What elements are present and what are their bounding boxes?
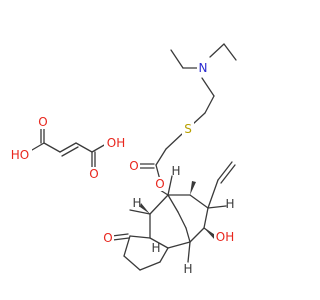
sulfur-atom-label: S: [184, 122, 192, 136]
fumaric-acid: [31, 127, 107, 168]
stereo-h-label: H: [132, 196, 141, 210]
diethylamino-group: [170, 43, 237, 125]
stereo-h-label: H: [183, 262, 192, 276]
hydroxyl-label: OH: [216, 230, 234, 244]
thioacetate-linker: [139, 133, 183, 181]
stereo-wedges: [140, 181, 217, 240]
ketone-oxygen-label: O: [103, 231, 112, 245]
ester-oxygen-label: O: [155, 177, 164, 191]
acid-carbonyl-oxygen-right-label: O: [89, 167, 98, 181]
stereo-h-label: H: [225, 197, 234, 211]
molecule-canvas: N S O O OH O HO O O OH H H H H H: [8, 43, 237, 276]
acid-hydroxyl-left-label: HO: [11, 148, 29, 162]
stereo-h-label: H: [151, 241, 160, 255]
tricyclic-core: [111, 161, 236, 271]
ester-carbonyl-oxygen-label: O: [129, 159, 138, 173]
nitrogen-atom-label: N: [199, 61, 208, 75]
acid-hydroxyl-right-label: OH: [107, 136, 125, 150]
acid-carbonyl-oxygen-left-label: O: [38, 115, 47, 129]
stereo-h-label: H: [171, 164, 180, 178]
stereo-h-labels: H H H H H: [132, 164, 234, 276]
structure-drawing: N S O O OH O HO O O OH H H H H H: [8, 43, 237, 276]
atom-labels: N S O O OH O HO O O OH: [8, 61, 236, 245]
